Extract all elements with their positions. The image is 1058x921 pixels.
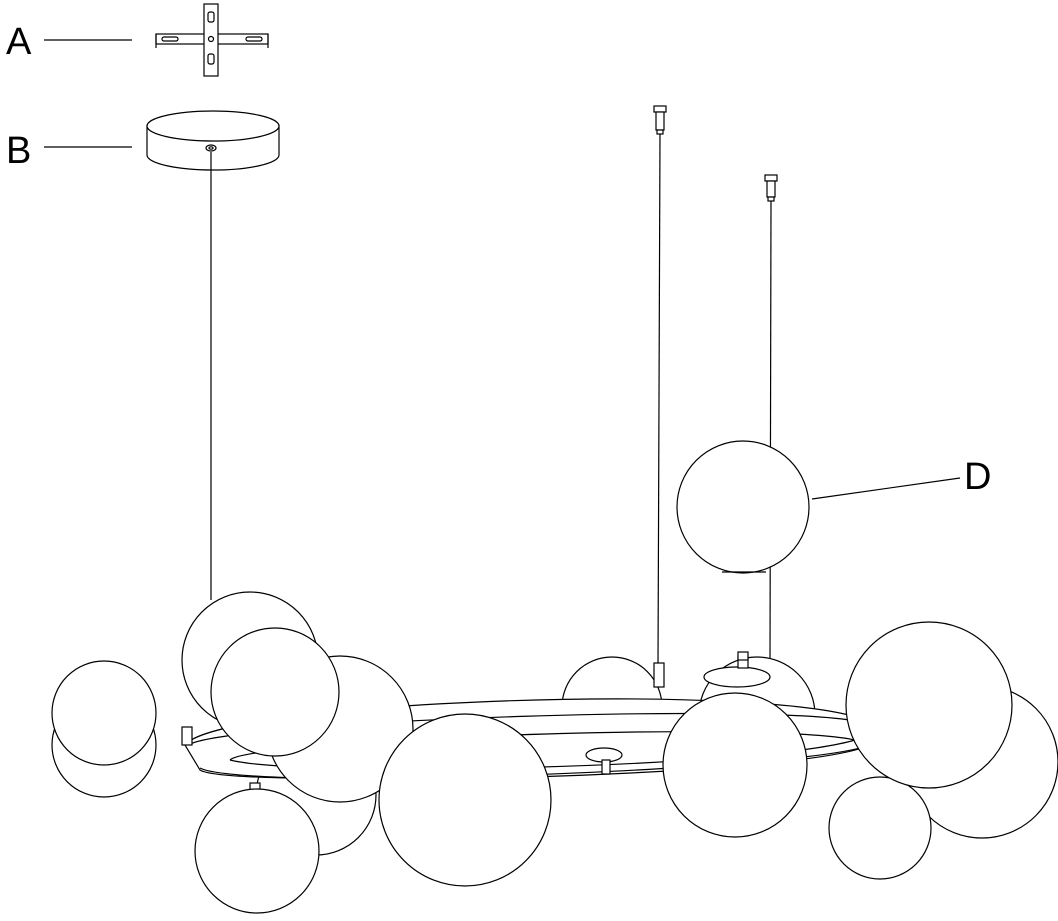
socket-cap-right: [737, 651, 749, 661]
suspension-cable-right: [769, 199, 772, 661]
ring-connector-center: [653, 662, 665, 688]
globe-left-bottom: [194, 788, 320, 914]
glass-globe-part-d: [676, 440, 810, 574]
suspension-cable-center: [657, 132, 661, 666]
globe-left-front: [210, 627, 340, 757]
globe-center-bottom: [378, 713, 552, 887]
cable-gripper-right: [764, 174, 778, 202]
globe-right-center: [662, 692, 808, 838]
chandelier-fixture: [51, 591, 1058, 914]
cable-gripper-center: [653, 105, 667, 135]
leader-line-d: [811, 477, 961, 500]
globe-far-right-front: [845, 621, 1013, 789]
ring-connector-right-plate: [703, 666, 771, 688]
socket-stem-left: [181, 726, 193, 746]
ceiling-canopy-part-b: [146, 110, 280, 171]
mounting-bracket-part-a: [155, 3, 269, 77]
label-b: B: [6, 130, 31, 172]
label-a: A: [6, 21, 32, 63]
globe-right-lower: [828, 776, 932, 880]
socket-stem-center: [601, 759, 611, 775]
label-d: D: [964, 456, 991, 498]
globe-far-left: [51, 660, 157, 766]
